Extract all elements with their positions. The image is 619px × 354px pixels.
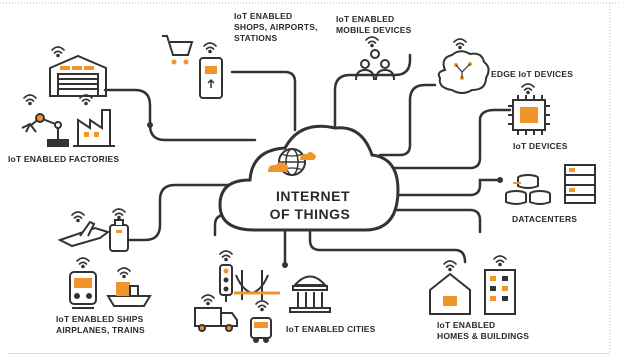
airplane-icon (57, 220, 111, 248)
database-icon (505, 174, 551, 205)
robot-arm-icon (21, 113, 69, 147)
label-mobile-2: MOBILE DEVICES (336, 25, 412, 35)
ship-icon (106, 282, 152, 307)
label-cities: IoT ENABLED CITIES (286, 324, 376, 334)
wifi-icon (219, 250, 233, 262)
warehouse-icon (49, 54, 107, 97)
wifi-icon (453, 38, 467, 50)
traffic-light-icon (219, 264, 233, 302)
smartphone-icon (199, 57, 223, 99)
wifi-icon (521, 83, 535, 95)
wifi-icon (23, 94, 37, 106)
label-shops-2: SHOPS, AIRPORTS, (234, 22, 318, 32)
label-datacenters: DATACENTERS (512, 214, 577, 224)
center-title-line2: OF THINGS (270, 206, 351, 222)
wifi-icon (201, 294, 215, 306)
microchip-icon (508, 95, 550, 135)
factory-icon (73, 109, 115, 147)
brain-chip-icon (437, 50, 490, 94)
server-rack-icon (564, 164, 596, 204)
wifi-icon (493, 255, 507, 267)
label-homes-1: IoT ENABLED (437, 320, 495, 330)
wifi-icon (112, 208, 126, 220)
cloud-icon (218, 124, 400, 232)
connector-iot-devices (393, 108, 512, 170)
connector-edge (378, 83, 437, 157)
connector-transport (126, 183, 267, 242)
wifi-icon (117, 267, 131, 279)
wifi-icon (51, 46, 65, 58)
label-homes-2: HOMES & BUILDINGS (437, 331, 529, 341)
label-ships-1: IoT ENABLED SHIPS (56, 314, 144, 324)
wifi-icon (365, 36, 379, 48)
label-shops-3: STATIONS (234, 33, 277, 43)
connector-shops (230, 70, 297, 132)
wifi-icons (23, 36, 535, 312)
wifi-icon (71, 211, 85, 223)
label-iot-devices: IoT DEVICES (513, 141, 568, 151)
luggage-icon (109, 219, 129, 252)
train-icon (69, 271, 97, 309)
connector-datacenters (393, 178, 502, 197)
label-edge: EDGE IoT DEVICES (491, 69, 573, 79)
shopping-cart-icon (162, 35, 194, 65)
truck-icon (194, 307, 238, 332)
center-title-line1: INTERNET (276, 188, 350, 204)
wifi-icon (203, 42, 217, 54)
label-factories: IoT ENABLED FACTORIES (8, 154, 119, 164)
connector-factories (103, 88, 257, 142)
connector-mobile (333, 53, 412, 132)
wifi-icon (76, 257, 90, 269)
label-shops-1: IoT ENABLED (234, 11, 292, 21)
label-ships-2: AIRPLANES, TRAINS (56, 325, 145, 335)
wifi-icon (79, 94, 93, 106)
wifi-icon (443, 260, 457, 272)
label-mobile-1: IoT ENABLED (336, 14, 394, 24)
government-building-icon (289, 275, 331, 313)
people-group-icon (355, 49, 395, 81)
connector-dots (147, 122, 503, 268)
bridge-icon (234, 270, 280, 300)
wifi-icon (255, 300, 269, 312)
connectors (103, 53, 512, 267)
house-icon (429, 272, 471, 315)
connector-datacenters-2 (393, 208, 482, 234)
bus-icon (250, 317, 272, 343)
connector-homes (308, 223, 467, 264)
office-building-icon (484, 269, 516, 315)
globe-icon (268, 148, 316, 176)
